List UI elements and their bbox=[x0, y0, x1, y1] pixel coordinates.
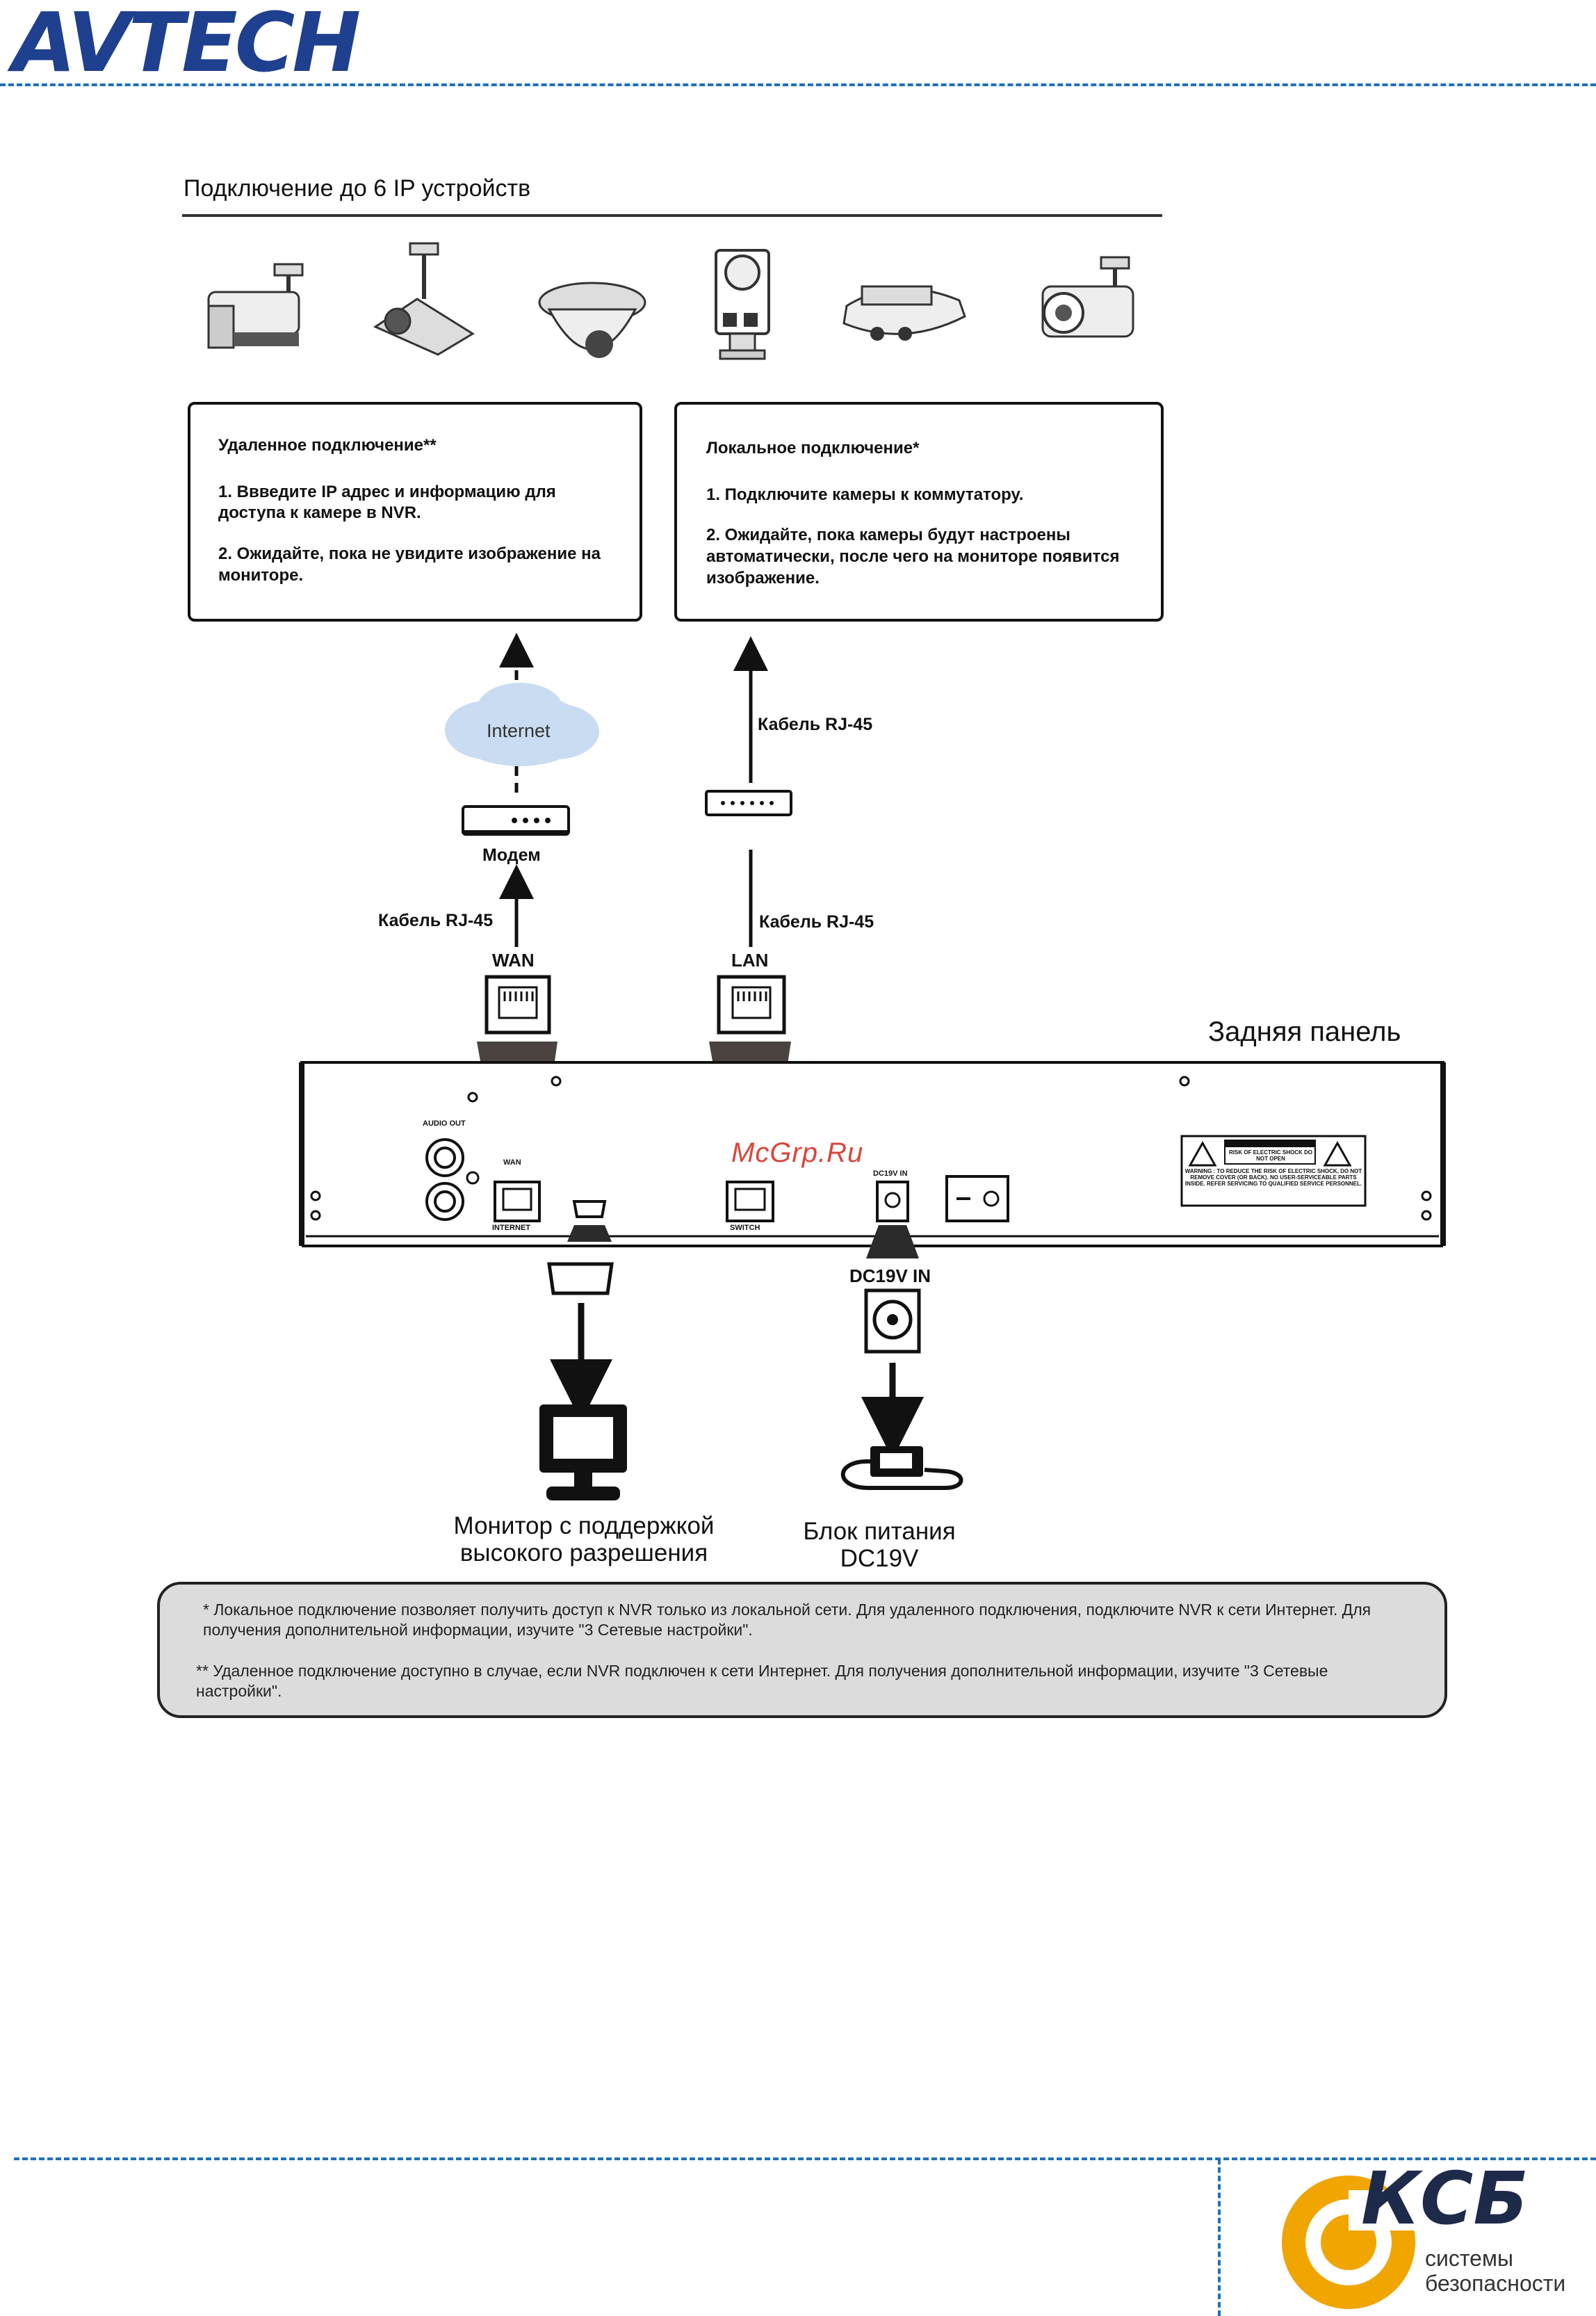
internet-label: Internet bbox=[487, 720, 551, 741]
dc-in-label: DC19V IN bbox=[849, 1265, 931, 1286]
dome-camera-icon bbox=[538, 282, 646, 358]
warning-title: RISK OF ELECTRIC SHOCK DO NOT OPEN bbox=[1228, 1149, 1312, 1162]
ceiling-camera-icon bbox=[842, 285, 966, 341]
wan-port-label: WAN bbox=[492, 950, 535, 971]
local-connection-box: Локальное подключение* 1. Подключите кам… bbox=[674, 402, 1164, 622]
ksb-logo-text: КСБ bbox=[1361, 2156, 1529, 2241]
footer-vertical-divider bbox=[1218, 2159, 1221, 2316]
footnotes-box: * Локальное подключение позволяет получи… bbox=[157, 1582, 1447, 1718]
remote-step-2: 2. Ожидайте, пока не увидите изображение… bbox=[218, 544, 601, 585]
audio-out-label: AUDIO OUT bbox=[423, 1119, 466, 1128]
internet-small-label: INTERNET bbox=[492, 1224, 530, 1232]
header-divider bbox=[0, 83, 1596, 86]
bullet-camera-icon bbox=[207, 263, 304, 349]
lan-port-label: LAN bbox=[731, 950, 769, 971]
remote-heading: Удаленное подключение** bbox=[218, 436, 437, 455]
ksb-sub2: безопасности bbox=[1425, 2271, 1566, 2296]
switch-small-label: SWITCH bbox=[730, 1224, 760, 1232]
rear-panel-title: Задняя панель bbox=[1208, 1017, 1401, 1047]
lan-port-large bbox=[717, 975, 786, 1035]
hdmi-port-large bbox=[547, 1262, 614, 1295]
ksb-sub1: системы bbox=[1425, 2246, 1513, 2271]
title-rule bbox=[182, 214, 1162, 217]
avtech-logo: AVTECH bbox=[13, 0, 361, 90]
switch-cable-label: Кабель RJ-45 bbox=[758, 715, 873, 734]
power-adapter-icon bbox=[840, 1446, 963, 1490]
monitor-label: Монитор с поддержкой высокого разрешения bbox=[453, 1512, 715, 1566]
ksb-emblem-icon bbox=[1282, 2176, 1432, 2309]
footer-divider bbox=[14, 2157, 1596, 2160]
monitor-icon bbox=[539, 1404, 627, 1500]
wan-cable-label: Кабель RJ-45 bbox=[378, 911, 494, 930]
ptz-camera-icon bbox=[373, 242, 475, 356]
remote-connection-box: Удаленное подключение** 1. Ввведите IP а… bbox=[188, 402, 642, 622]
watermark: McGrp.Ru bbox=[731, 1137, 864, 1168]
dc-jack-large bbox=[864, 1288, 921, 1354]
modem-label: Модем bbox=[482, 845, 541, 865]
local-heading: Локальное подключение* bbox=[706, 439, 920, 457]
footnote-local: * Локальное подключение позволяет получи… bbox=[203, 1601, 1371, 1639]
ksb-logo: КСБ системы безопасности bbox=[1279, 2162, 1585, 2312]
psu-label: Блок питания DC19V bbox=[803, 1518, 956, 1572]
warning-text: WARNING : TO REDUCE THE RISK OF ELECTRIC… bbox=[1184, 1168, 1362, 1188]
dc-zoom-shape bbox=[866, 1225, 919, 1258]
local-step-1: 1. Подключите камеры к коммутатору. bbox=[706, 485, 1024, 504]
internet-cloud bbox=[445, 683, 599, 766]
page-title: Подключение до 6 IP устройств bbox=[184, 175, 531, 202]
modem-icon bbox=[462, 805, 570, 836]
remote-step-1: 1. Ввведите IP адрес и информацию для до… bbox=[218, 482, 556, 523]
switch-icon bbox=[705, 790, 792, 816]
wan-small-label: WAN bbox=[503, 1158, 521, 1167]
local-step-2: 2. Ожидайте, пока камеры будут настроены… bbox=[706, 526, 1120, 588]
wan-port-large bbox=[484, 975, 551, 1035]
box-camera-icon bbox=[1041, 256, 1134, 338]
nvr-rear-panel bbox=[299, 1061, 1446, 1247]
dc-small-label: DC19V IN bbox=[873, 1169, 908, 1178]
hdmi-zoom-shape bbox=[567, 1225, 612, 1242]
cube-camera-icon bbox=[715, 249, 770, 360]
footnote-remote: ** Удаленное подключение доступно в случ… bbox=[196, 1662, 1328, 1700]
lan-cable-label: Кабель RJ-45 bbox=[759, 912, 874, 932]
